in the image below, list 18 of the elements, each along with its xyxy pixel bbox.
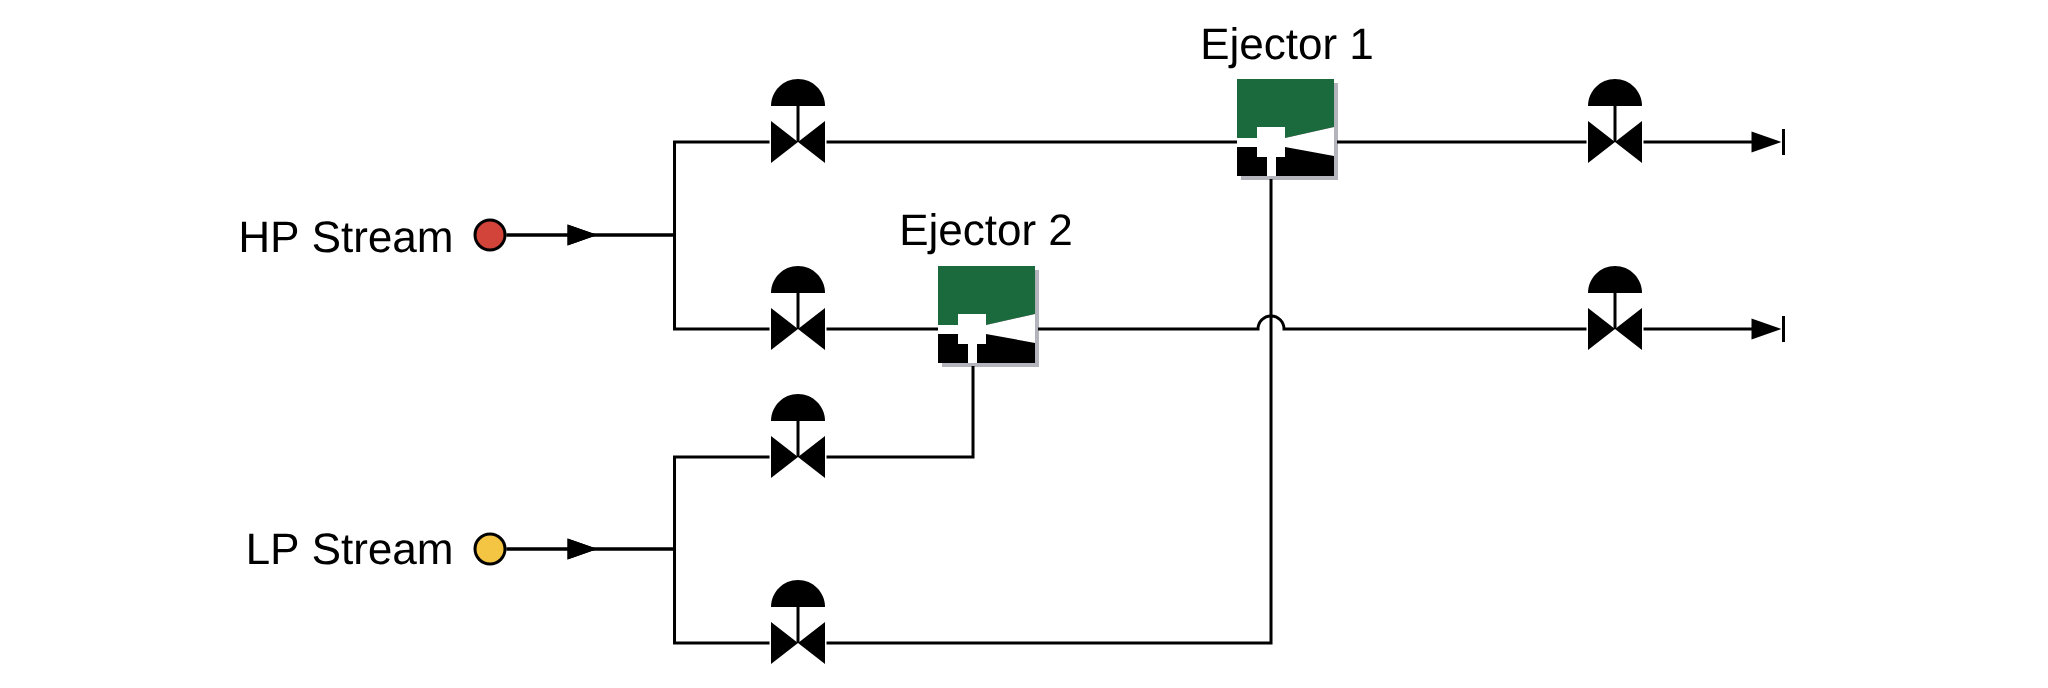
control-valve xyxy=(771,394,825,478)
pipe-line xyxy=(826,179,1273,645)
control-valve xyxy=(771,79,825,163)
control-valve xyxy=(1588,79,1642,163)
pipe-line xyxy=(826,366,975,459)
pipe-arrow xyxy=(506,538,770,645)
ejector-label: Ejector 2 xyxy=(902,213,1071,255)
pipe-line xyxy=(826,327,938,331)
control-valve xyxy=(771,266,825,350)
stream-label: LP Stream xyxy=(249,533,451,565)
stream-label: HP Stream xyxy=(241,221,451,253)
pipe-arrow xyxy=(506,224,770,331)
control-valve xyxy=(771,580,825,664)
pipe-line xyxy=(826,140,1237,144)
control-valve xyxy=(1588,266,1642,350)
ejector-label: Ejector 1 xyxy=(1203,27,1372,69)
pipe-line xyxy=(1337,140,1587,144)
pipe-line xyxy=(1038,314,1587,331)
